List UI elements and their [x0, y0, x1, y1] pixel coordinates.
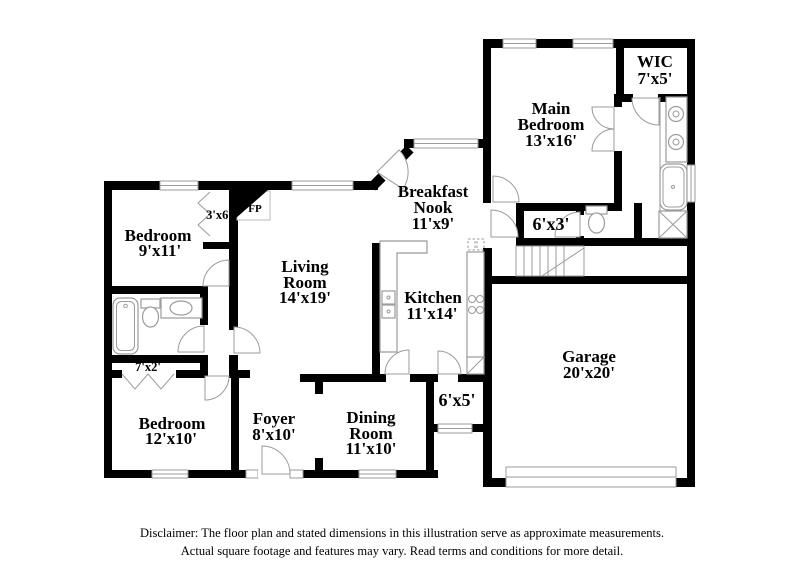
sidelight-window: [245, 469, 259, 479]
disclaimer: Disclaimer: The floor plan and stated di…: [140, 526, 664, 558]
room-dims-closet-3x6: 3'x6': [206, 208, 232, 222]
fixtures: [112, 96, 688, 390]
room-dims-living-room: 14'x19': [279, 288, 331, 307]
toilet-room-door-swing: [554, 211, 581, 238]
main-bath-french-door-right: [591, 128, 615, 152]
bedroom9-door-swing: [202, 259, 230, 287]
double-sink-vanity: [665, 96, 688, 163]
sidelight-window: [289, 469, 304, 479]
main-bedroom-door-swing: [492, 175, 520, 203]
room-dims-breakfast-nook: 11'x9': [412, 214, 455, 233]
room-dims-wic: 7'x5': [638, 69, 673, 88]
bedroom12-door-swing: [204, 375, 230, 401]
hall-corridor-door-swing: [490, 209, 519, 238]
doors: [177, 97, 660, 475]
kitchen-counter-right: [466, 238, 485, 375]
room-label-living-room-2: Room: [283, 273, 326, 292]
room-label-kitchen: Kitchen: [404, 288, 462, 307]
window: [502, 38, 537, 49]
staircase: [515, 245, 585, 277]
room-dims-kitchen: 11'x14': [406, 304, 457, 323]
room-label-wic: WIC: [637, 52, 673, 71]
disclaimer-line-1: Disclaimer: The floor plan and stated di…: [140, 526, 664, 540]
toilet: [585, 205, 608, 234]
window: [151, 469, 189, 479]
window: [358, 469, 397, 479]
room-dims-closet-7x2: 7'x2': [135, 360, 161, 374]
wic-door-swing: [631, 97, 660, 126]
kitchen-dining-door-swing: [384, 349, 410, 375]
room-label-foyer: Foyer: [253, 409, 296, 428]
bifold-door-closet-7x2: [121, 373, 175, 390]
room-label-bedroom12: Bedroom: [139, 414, 206, 433]
fireplace-label: FP: [248, 203, 262, 215]
room-dims-main-bedroom: 13'x16': [525, 131, 577, 150]
window: [291, 180, 354, 191]
back-door: [437, 423, 473, 434]
nook-entry-door-swing: [376, 149, 409, 190]
room-dims-bedroom9: 9'x11': [139, 241, 182, 260]
garage-door: [505, 466, 677, 488]
shower-stall: [658, 210, 688, 239]
disclaimer-line-2: Actual square footage and features may v…: [181, 544, 623, 558]
hall-bath-door-swing: [177, 325, 205, 353]
room-label-main-bedroom-1: Main: [532, 99, 571, 118]
bifold-door-closet-3x6: [197, 191, 211, 237]
front-door-swing: [261, 445, 291, 475]
window: [159, 180, 199, 191]
window: [413, 138, 479, 149]
room-dims-bedroom12: 12'x10': [145, 429, 197, 448]
room-labels: WIC 7'x5' Main Bedroom 13'x16' Breakfast…: [125, 52, 673, 458]
window: [572, 38, 614, 49]
main-bath-french-door-left: [591, 106, 615, 130]
fireplace: [236, 190, 271, 221]
kitchen-counter: [379, 240, 428, 353]
room-dims-foyer: 8'x10': [252, 425, 295, 444]
room-label-breakfast-nook-1: Breakfast: [398, 182, 469, 201]
kitchen-laundry-door-swing: [437, 350, 462, 375]
room-label-dining-1: Dining: [346, 408, 396, 427]
main-bathtub: [659, 163, 688, 211]
room-label-living-room-1: Living: [281, 257, 329, 276]
room-label-garage: Garage: [562, 347, 616, 366]
room-label-dining-2: Room: [349, 424, 392, 443]
room-dims-dining: 11'x10': [345, 439, 396, 458]
room-label-bedroom9: Bedroom: [125, 226, 192, 245]
room-label-breakfast-nook-2: Nook: [414, 198, 453, 217]
room-dims-garage: 20'x20': [563, 363, 615, 382]
toilet: [140, 298, 161, 328]
living-room-door-swing: [233, 326, 261, 354]
bathtub: [112, 297, 139, 355]
room-label-main-bedroom-2: Bedroom: [518, 115, 585, 134]
windows: [151, 38, 696, 488]
room-dims-hall: 6'x3': [532, 214, 569, 234]
window: [686, 164, 696, 203]
room-dims-laundry: 6'x5': [438, 390, 475, 410]
sink-vanity: [160, 297, 203, 319]
